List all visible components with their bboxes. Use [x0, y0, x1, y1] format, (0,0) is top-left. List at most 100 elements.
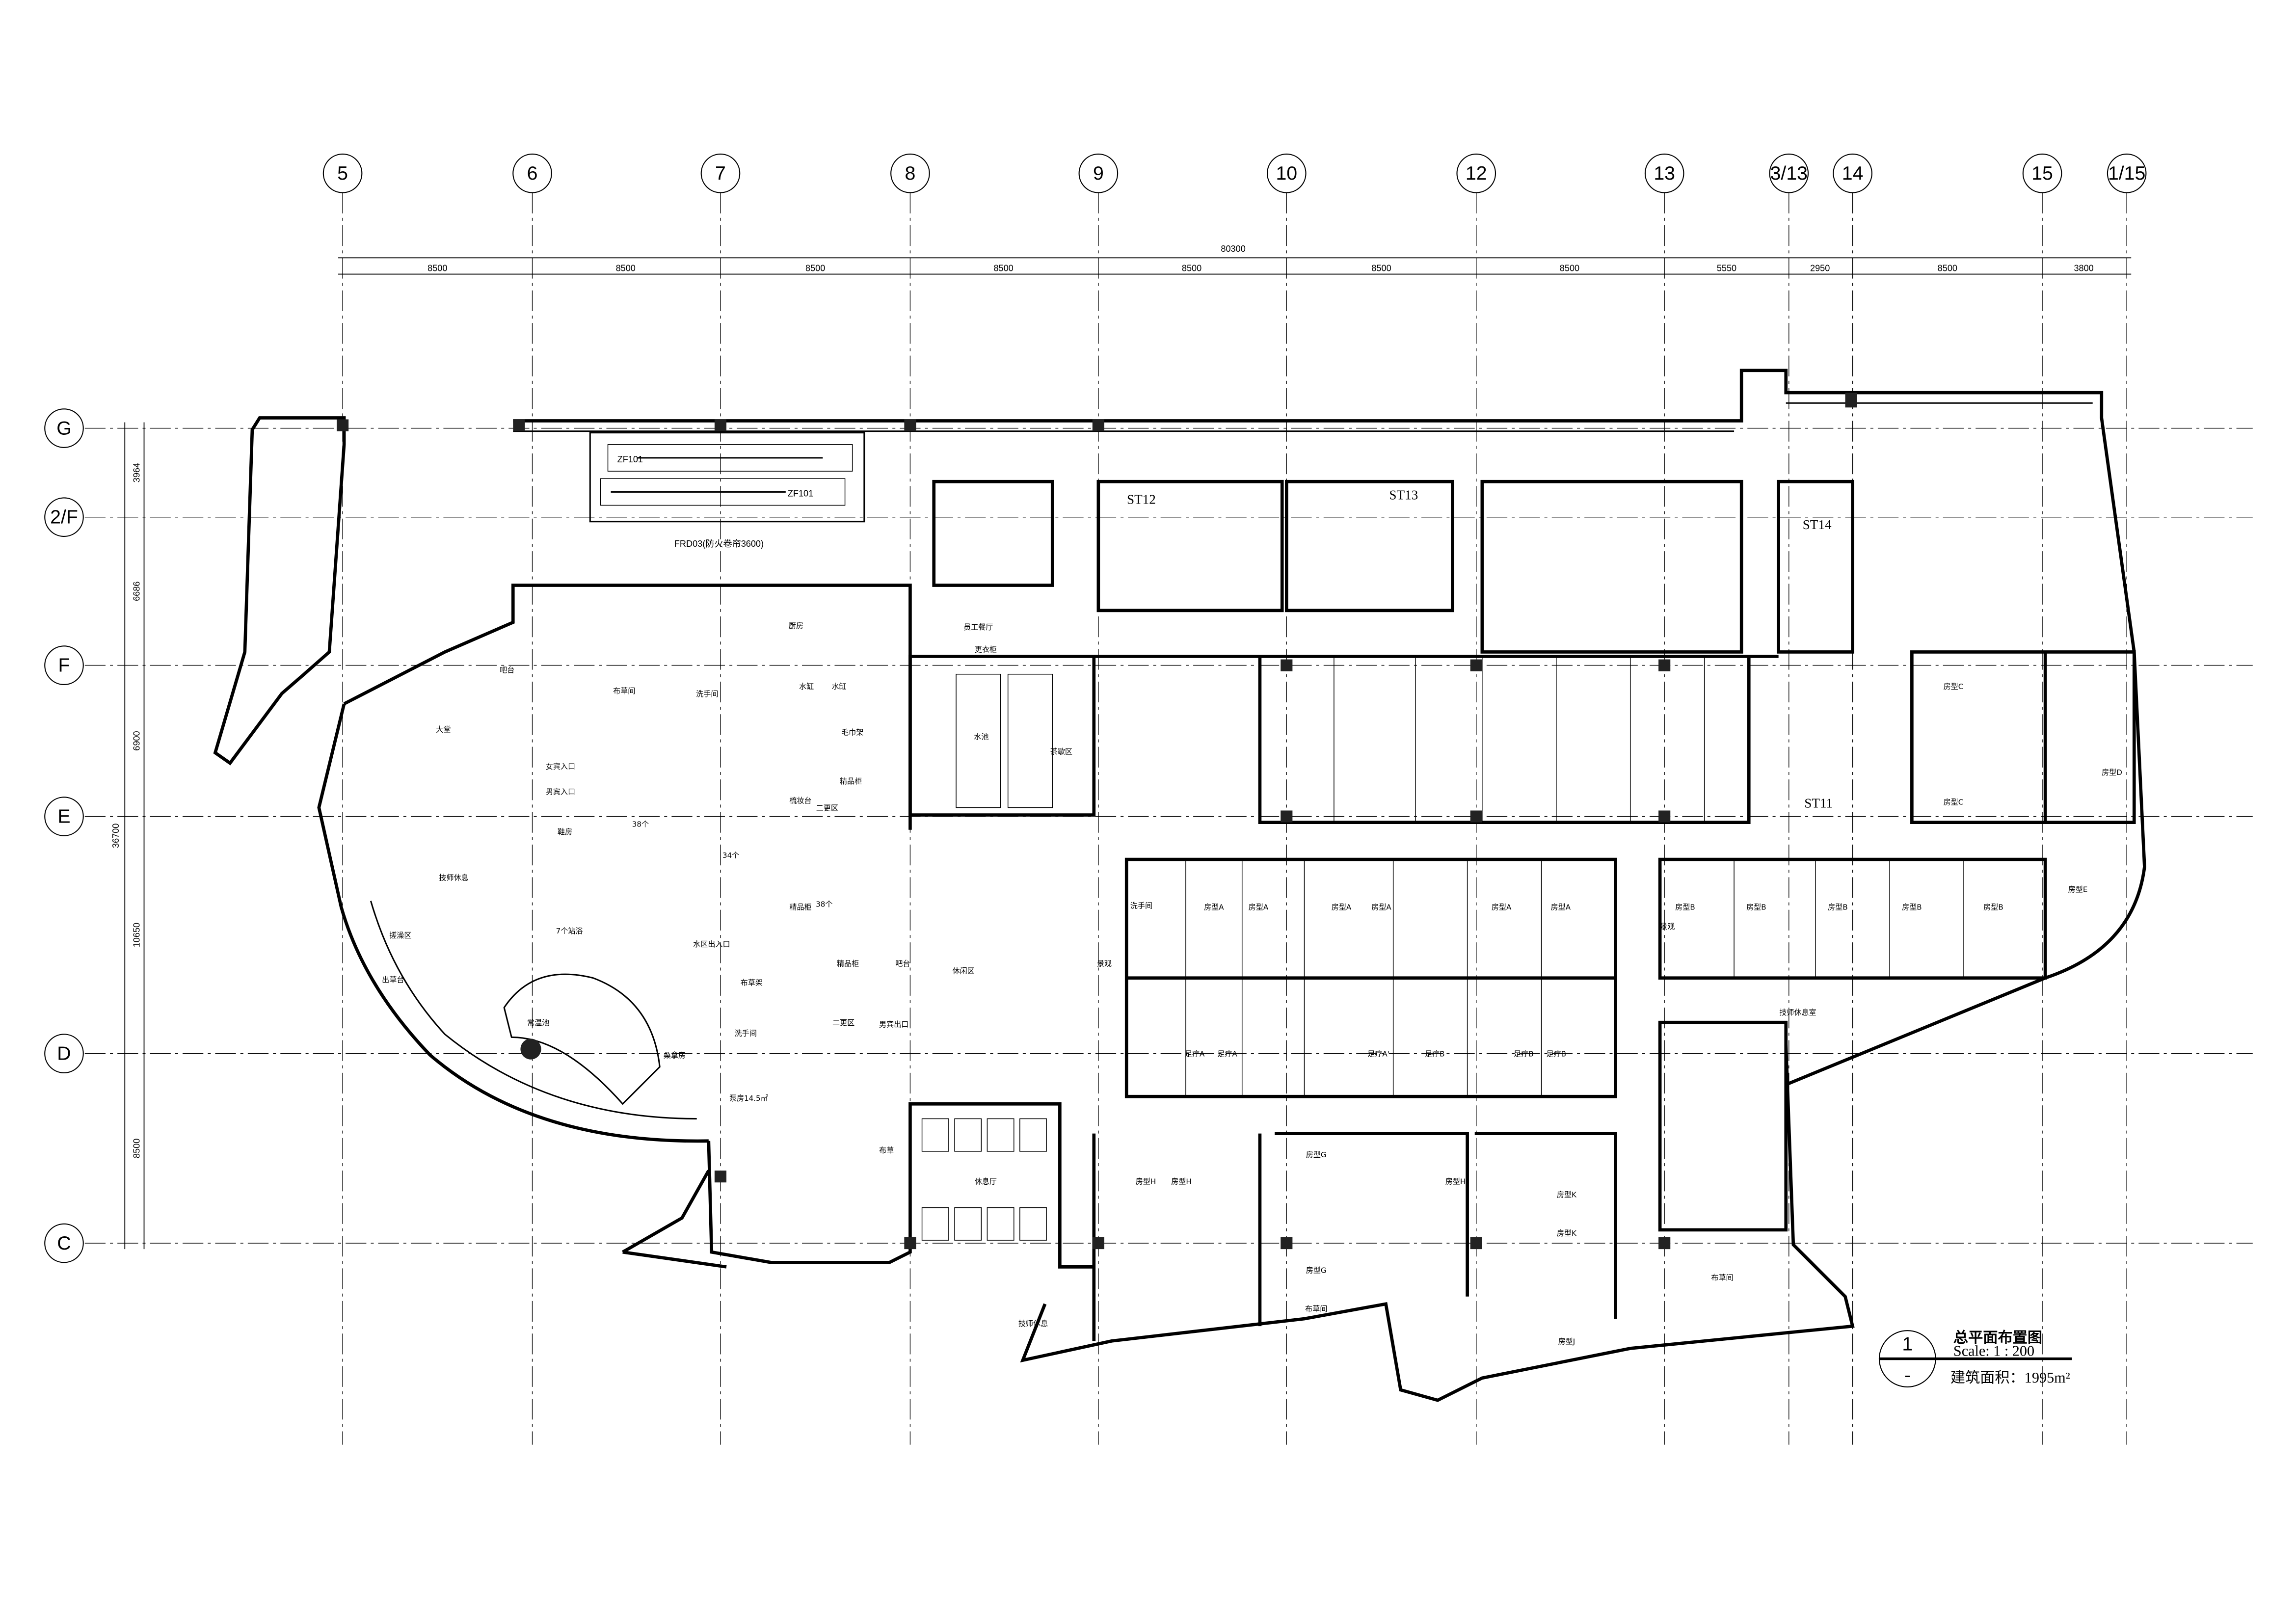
drawing-scale: Scale: 1 : 200: [1953, 1343, 2034, 1359]
axis-label: C: [57, 1232, 71, 1254]
room-label: 房型H: [1445, 1177, 1466, 1186]
room-label: 洗手间: [735, 1029, 757, 1038]
room-label: 房型A: [1551, 903, 1571, 912]
stair-label: ST13: [1389, 487, 1418, 502]
dimension: 8500: [132, 1139, 141, 1158]
room-label: 精品柜: [837, 959, 859, 968]
building-walls: [213, 369, 2146, 1402]
room-label: 房型H: [1136, 1177, 1156, 1186]
room-label: 技师休息: [1018, 1319, 1048, 1328]
room-label: 房型A: [1332, 903, 1352, 912]
dimension: 6900: [132, 731, 141, 750]
room-label: 梳妆台: [789, 796, 811, 805]
room-label: 休闲区: [952, 967, 974, 976]
room-label: 水区出入口: [693, 940, 730, 949]
room-label: 房型B: [1675, 903, 1695, 912]
escalator-tag: ZF101: [617, 454, 643, 464]
stair-label: ST14: [1803, 517, 1832, 532]
room-label: 足疗A': [1367, 1050, 1389, 1059]
fire-shutter-label: FRD03(防火卷帘3600): [674, 539, 764, 549]
room-label: 水缸: [799, 682, 814, 691]
axis-label: E: [57, 806, 70, 827]
room-label: 布草间: [1305, 1305, 1327, 1313]
axis-label: 12: [1466, 162, 1487, 184]
room-label: 出草台: [382, 976, 404, 985]
room-label: 38个: [632, 820, 649, 829]
room-label: 足疗B: [1425, 1050, 1445, 1059]
room-label: 房型A: [1371, 903, 1391, 912]
room-label: 休息厅: [975, 1177, 997, 1186]
axis-label: G: [56, 418, 72, 439]
room-label: 房型J: [1558, 1337, 1575, 1346]
dimension-total: 36700: [111, 824, 121, 848]
room-label: 足疗B: [1514, 1050, 1534, 1059]
room-label: 技师休息室: [1779, 1008, 1816, 1017]
room-label: 足疗B: [1547, 1050, 1567, 1059]
room-label: 房型E: [2068, 885, 2088, 894]
room-label: 二更区: [816, 803, 838, 812]
building-area: 建筑面积：1995m²: [1950, 1369, 2070, 1386]
room-label: 水缸: [831, 682, 846, 691]
room-label: 厨房: [789, 621, 803, 630]
room-label: 房型A: [1204, 903, 1224, 912]
axis-label: 6: [527, 162, 538, 184]
room-label: 房型K: [1557, 1229, 1577, 1238]
dimension: 8500: [805, 264, 825, 273]
room-label: 搓澡区: [389, 931, 411, 940]
dimension: 3964: [132, 463, 141, 482]
grid-lines: [84, 192, 2253, 1445]
axis-label: 1/15: [2108, 162, 2145, 184]
row-axis-labels: G 2/F F E D C: [44, 408, 84, 1263]
axis-label: 7: [715, 162, 726, 184]
room-label: 常温池: [527, 1018, 549, 1027]
stair-labels: ST12 ST13 ST14 ST11: [1127, 487, 1833, 810]
room-label: 水池: [974, 733, 988, 742]
column-axis-labels: 5 6 7 8 9 10 12 13 3/13 14 15 1/15: [322, 153, 2147, 193]
dimension: 8500: [1938, 264, 1957, 273]
axis-label: 9: [1093, 162, 1104, 184]
room-label: 7个站浴: [556, 927, 583, 935]
room-label: 泵房14.5㎡: [729, 1094, 768, 1103]
room-label: 大堂: [436, 725, 451, 734]
axis-label: F: [58, 655, 70, 676]
room-label: 吧台: [500, 666, 514, 675]
axis-label: 2/F: [50, 506, 78, 528]
room-label: 二更区: [832, 1018, 854, 1027]
room-label: 毛巾架: [841, 728, 863, 737]
dimension: 2950: [1810, 264, 1830, 273]
room-label: 洗手间: [1130, 902, 1152, 910]
dimension: 8500: [1560, 264, 1579, 273]
room-label: 员工餐厅: [963, 623, 993, 632]
dimension: 8500: [427, 264, 447, 273]
drawing-number: 1: [1902, 1333, 1913, 1355]
escalator: ZF101 ZF101 FRD03(防火卷帘3600): [589, 432, 865, 549]
room-label: 男宾出口: [879, 1020, 908, 1029]
room-label: 鞋房: [558, 827, 572, 836]
axis-label: 15: [2031, 162, 2053, 184]
room-label: 房型K: [1557, 1190, 1577, 1199]
room-label: 房型B: [1746, 903, 1766, 912]
room-label: 房型B: [1983, 903, 2003, 912]
room-label: 房型D: [2102, 768, 2122, 777]
room-label: 景观: [1097, 959, 1112, 968]
room-label: 足疗A: [1217, 1050, 1237, 1059]
room-label: 房型B: [1902, 903, 1922, 912]
dimension: 8500: [993, 264, 1013, 273]
room-label: 34个: [722, 851, 739, 860]
room-label: 桑拿房: [664, 1051, 686, 1060]
dimension: 10650: [132, 923, 141, 947]
dimension: 5550: [1717, 264, 1736, 273]
room-label: 房型H: [1171, 1177, 1192, 1186]
axis-label: D: [57, 1043, 71, 1065]
dimension: 8500: [616, 264, 636, 273]
horizontal-dimensions: 80300 8500 8500 8500 8500 8500 8500 8500…: [338, 244, 2132, 275]
room-label: 女宾入口: [546, 762, 575, 771]
vertical-dimensions: 36700 3964 6686 6900 10650 8500: [111, 422, 145, 1250]
room-label: 布草架: [741, 979, 763, 987]
room-label: 足疗A: [1185, 1050, 1205, 1059]
room-label: 精品柜: [840, 777, 862, 786]
room-label: 更衣柜: [975, 645, 997, 654]
dimension: 6686: [132, 581, 141, 601]
room-label: 茶歇区: [1050, 747, 1072, 756]
